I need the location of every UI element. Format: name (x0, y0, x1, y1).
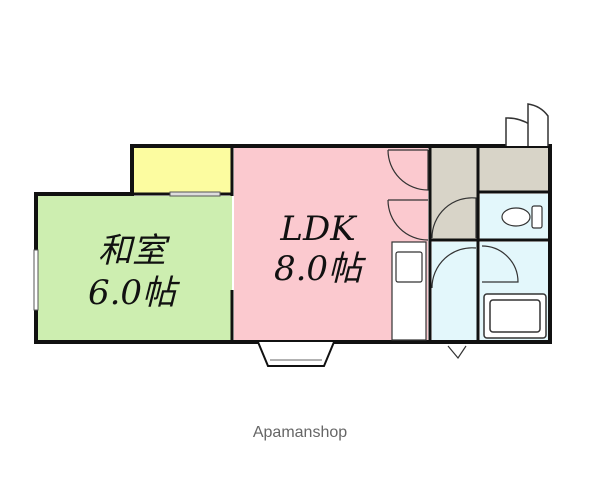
sink-icon (395, 251, 423, 283)
window-marks (33, 191, 221, 311)
washitsu-size: 6.0帖 (88, 273, 181, 313)
washroom (432, 242, 478, 342)
bay-window (257, 341, 335, 367)
door-swings (387, 149, 519, 289)
ldk-label: LDK (279, 209, 358, 249)
exterior-walls (34, 144, 552, 344)
vent-icon (447, 345, 467, 360)
watermark-text: Apamanshop (253, 424, 347, 441)
closet (134, 148, 232, 194)
ldk-size: 8.0帖 (274, 249, 367, 289)
toilet-icon (501, 205, 543, 229)
washitsu-label: 和室 (98, 231, 171, 271)
washitsu-room (36, 196, 232, 342)
entrance-area (430, 148, 480, 240)
interior-walls (134, 146, 550, 342)
bathtub-icon (483, 293, 547, 339)
storage-area (480, 148, 548, 192)
